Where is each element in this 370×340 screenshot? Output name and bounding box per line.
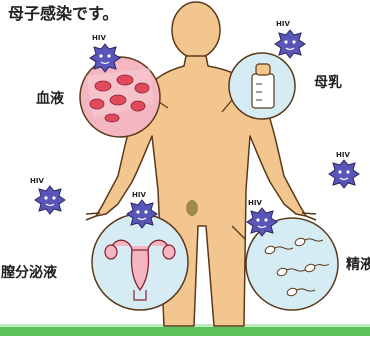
svg-text:HIV: HIV — [336, 151, 350, 159]
label-breast-milk: 母乳 — [314, 72, 342, 92]
blood-bubble — [80, 57, 160, 137]
virus-near-semen: HIV — [247, 199, 277, 236]
vaginal-fluid-bubble — [92, 214, 188, 310]
virus-left-arm: HIV — [30, 177, 65, 214]
virus-near-milk: HIV — [275, 20, 305, 58]
breast-milk-bubble — [229, 53, 295, 119]
heading-text: 母子感染です。 — [8, 0, 118, 24]
svg-text:HIV: HIV — [30, 177, 44, 185]
virus-right-arm: HIV — [329, 151, 359, 188]
svg-text:HIV: HIV — [132, 191, 146, 199]
svg-text:HIV: HIV — [92, 34, 106, 42]
ground-strip — [0, 326, 370, 336]
virus-near-blood: HIV — [90, 34, 120, 72]
label-vaginal-fluid: 膣分泌液 — [1, 262, 57, 282]
virus-near-vagina: HIV — [127, 191, 157, 228]
label-blood: 血液 — [36, 88, 64, 108]
svg-text:HIV: HIV — [276, 20, 290, 28]
label-semen: 精液 — [346, 254, 370, 274]
svg-text:HIV: HIV — [248, 199, 262, 207]
